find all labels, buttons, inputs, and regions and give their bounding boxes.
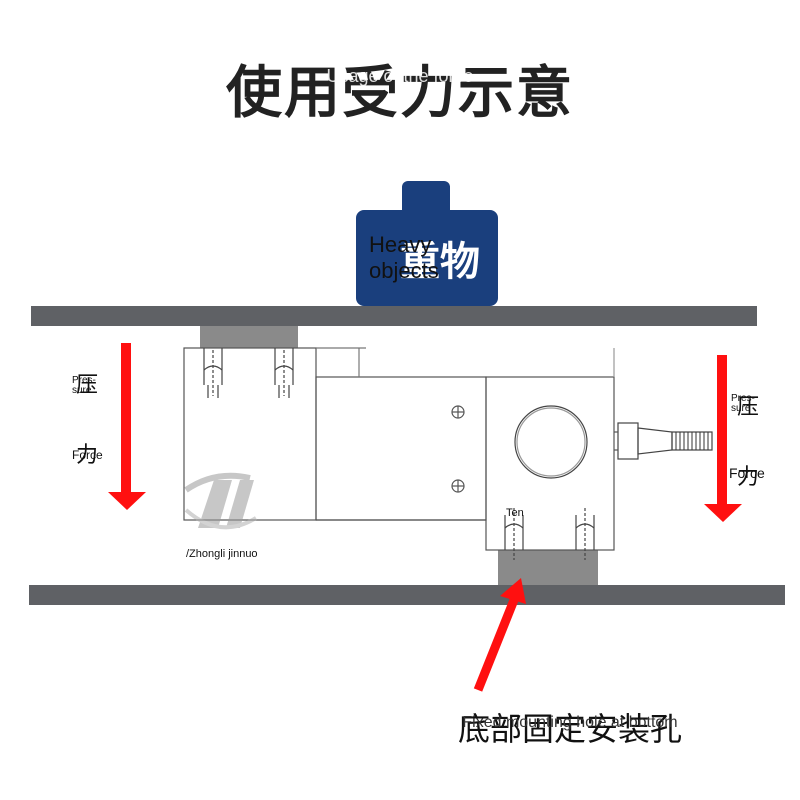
right-force-arrow [704, 355, 742, 522]
heavy-object-label-en-2: objects [369, 258, 439, 283]
right-force-cn-top: 压 [737, 394, 759, 419]
top-mount-pad [200, 326, 298, 348]
watermark-logo [184, 472, 258, 530]
bolt-label: Ten [506, 507, 524, 519]
cable-gland-nut [617, 422, 639, 460]
bottom-mount-pad [498, 550, 598, 585]
right-force-en-top-1: Pres- [731, 393, 755, 404]
top-plate [31, 306, 757, 326]
top-bolt-1 [203, 348, 223, 398]
left-force-cn-bottom: 力 [76, 442, 98, 467]
page-title-overlay: Usage of the force [326, 66, 474, 86]
left-force-en-top-2: sure [72, 385, 92, 396]
bottom-caption: 底部固定安装孔 [457, 710, 682, 748]
left-force-cn-top: 压 [76, 372, 98, 397]
bottom-bolts [504, 508, 595, 560]
load-cell [183, 347, 713, 551]
load-cell-middle-beam [315, 376, 487, 521]
top-bolts [203, 348, 294, 398]
watermark-brand: /Zhongli jinnuo [186, 548, 258, 560]
bottom-bolt-1 [504, 508, 524, 560]
load-cell-diaphragm [514, 405, 588, 479]
bottom-caption-overlay: Fixed mounting hole at bottom [462, 714, 678, 731]
heavy-object-body [356, 210, 498, 306]
heavy-object-label-en-1: Heavy [369, 232, 431, 257]
heavy-object: 重物 Heavy objects [356, 181, 498, 306]
top-bolt-2 [274, 348, 294, 398]
left-force-arrow [108, 343, 146, 510]
cable-gland-cone [637, 427, 673, 455]
left-force-en-top-1: Pres- [72, 375, 96, 386]
bottom-bolt-2 [575, 508, 595, 560]
left-force-en-bottom: Force [72, 448, 103, 462]
right-force-en-bottom: Force [729, 465, 765, 481]
bottom-plate [29, 585, 785, 605]
right-force-en-top-2: sure [731, 403, 751, 414]
mount-hole-arrow [473, 578, 526, 692]
page-title: 使用受力示意 [226, 61, 574, 126]
load-cell-right-block [485, 376, 615, 551]
heavy-object-label-cn: 重物 [400, 240, 480, 284]
right-force-cn-bottom: 力 [737, 464, 759, 489]
